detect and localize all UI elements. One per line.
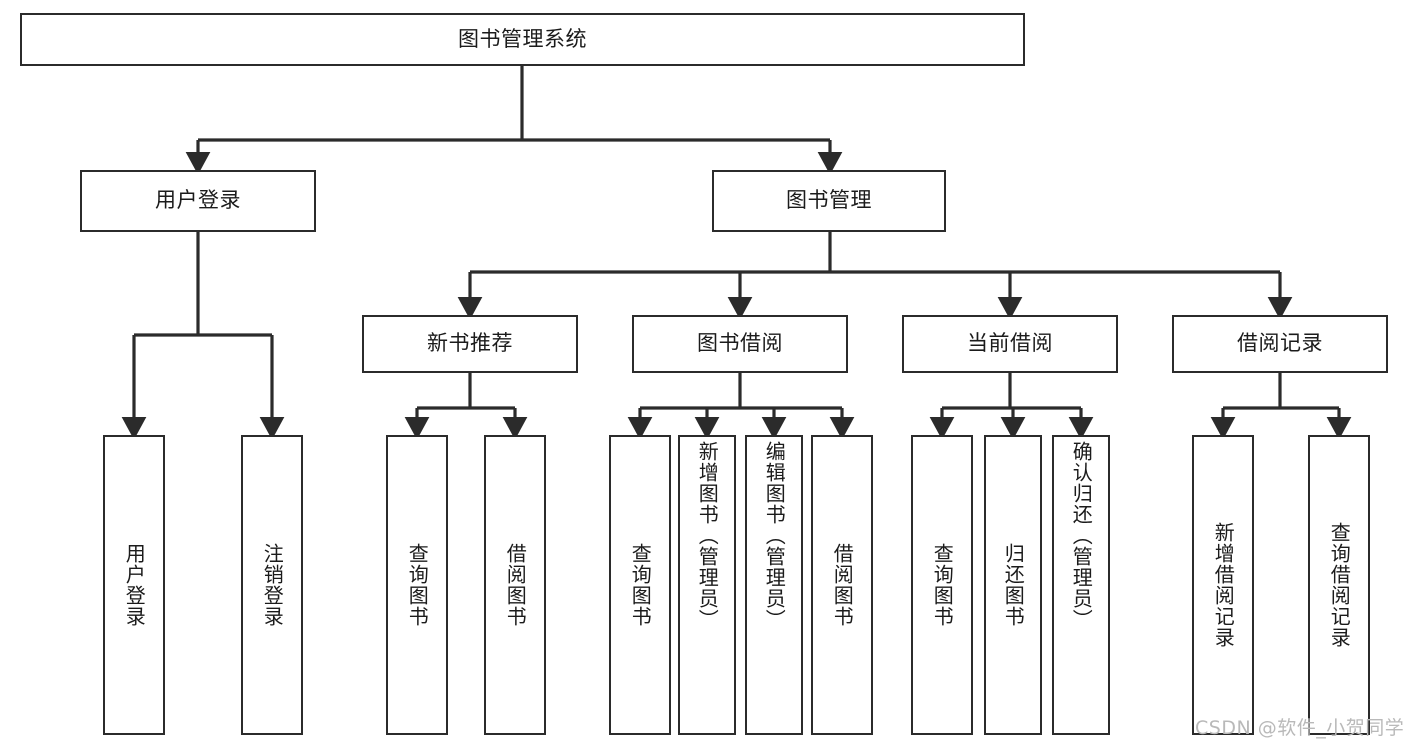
- node-label-leaf-query-book-1: 查询图书: [405, 543, 430, 627]
- node-label-leaf-user-logout: 注销登录: [260, 543, 285, 627]
- node-current-borrow[interactable]: 当前借阅: [902, 315, 1118, 373]
- connectors-new-book-rec: [404, 373, 528, 440]
- node-user-login[interactable]: 用户登录: [80, 170, 316, 232]
- node-new-book-recommend[interactable]: 新书推荐: [362, 315, 578, 373]
- node-label-leaf-query-book-3: 查询图书: [930, 543, 955, 627]
- node-label-leaf-query-book-2: 查询图书: [628, 543, 653, 627]
- node-book-management[interactable]: 图书管理: [712, 170, 946, 232]
- node-label-root: 图书管理系统: [458, 26, 587, 51]
- leaf-edit-book[interactable]: 编辑图书（管理员）: [745, 435, 803, 735]
- leaf-user-logout[interactable]: 注销登录: [241, 435, 303, 735]
- connectors-borrow-record: [1210, 373, 1352, 440]
- node-label-book-management: 图书管理: [786, 188, 872, 213]
- leaf-query-record[interactable]: 查询借阅记录: [1308, 435, 1370, 735]
- node-label-leaf-query-record: 查询借阅记录: [1327, 522, 1352, 648]
- node-label-borrow-record: 借阅记录: [1237, 331, 1323, 356]
- node-label-user-login: 用户登录: [155, 188, 241, 213]
- node-label-leaf-return-book: 归还图书: [1001, 543, 1026, 627]
- node-label-leaf-edit-book: 编辑图书（管理员）: [762, 441, 787, 630]
- leaf-query-book-1[interactable]: 查询图书: [386, 435, 448, 735]
- leaf-return-book[interactable]: 归还图书: [984, 435, 1042, 735]
- leaf-user-login[interactable]: 用户登录: [103, 435, 165, 735]
- leaf-borrow-book-1[interactable]: 借阅图书: [484, 435, 546, 735]
- node-borrow-record[interactable]: 借阅记录: [1172, 315, 1388, 373]
- node-book-borrow[interactable]: 图书借阅: [632, 315, 848, 373]
- node-label-new-book-recommend: 新书推荐: [427, 331, 513, 356]
- node-label-leaf-user-login: 用户登录: [122, 543, 147, 627]
- node-label-leaf-confirm-return: 确认归还（管理员）: [1069, 441, 1094, 630]
- leaf-query-book-2[interactable]: 查询图书: [609, 435, 671, 735]
- connectors-current-borrow: [929, 373, 1094, 440]
- node-label-leaf-borrow-book-1: 借阅图书: [503, 543, 528, 627]
- node-label-leaf-add-book: 新增图书（管理员）: [695, 441, 720, 630]
- leaf-query-book-3[interactable]: 查询图书: [911, 435, 973, 735]
- node-label-leaf-borrow-book-2: 借阅图书: [830, 543, 855, 627]
- connectors-level1: [185, 66, 843, 175]
- connectors-book-borrow: [627, 373, 855, 440]
- leaf-add-book[interactable]: 新增图书（管理员）: [678, 435, 736, 735]
- node-label-leaf-add-record: 新增借阅记录: [1211, 522, 1236, 648]
- leaf-add-record[interactable]: 新增借阅记录: [1192, 435, 1254, 735]
- node-root-system[interactable]: 图书管理系统: [20, 13, 1025, 66]
- connectors-book-mgmt: [457, 232, 1293, 320]
- node-label-book-borrow: 图书借阅: [697, 331, 783, 356]
- leaf-borrow-book-2[interactable]: 借阅图书: [811, 435, 873, 735]
- leaf-confirm-return[interactable]: 确认归还（管理员）: [1052, 435, 1110, 735]
- node-label-current-borrow: 当前借阅: [967, 331, 1053, 356]
- connectors-user-login: [121, 232, 285, 440]
